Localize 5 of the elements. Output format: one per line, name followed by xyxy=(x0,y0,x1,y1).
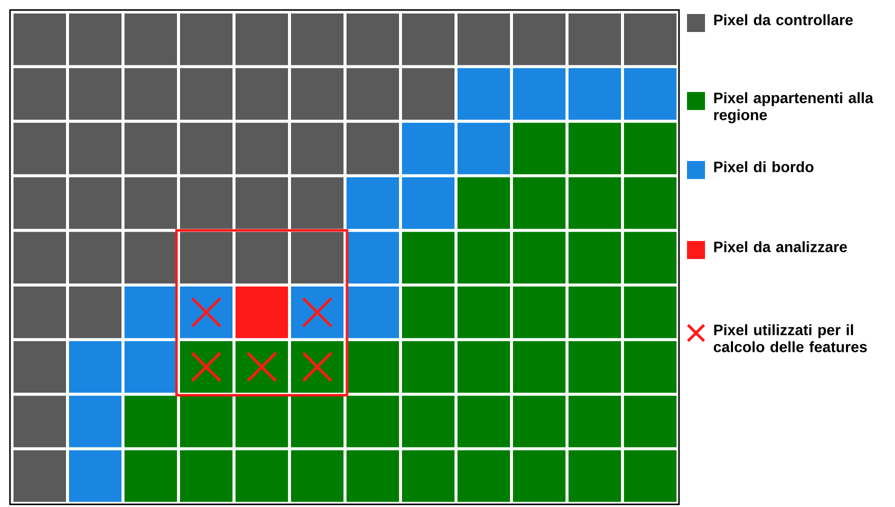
legend-text: Pixel utilizzati per il calcolo delle features xyxy=(714,324,867,352)
legend-text: Pixel da analizzare xyxy=(714,241,847,252)
legend-text: Pixel di bordo xyxy=(714,161,814,172)
legend-text: Pixel appartenenti alla regione xyxy=(714,92,874,124)
legend-text: Pixel da controllare xyxy=(714,14,853,26)
